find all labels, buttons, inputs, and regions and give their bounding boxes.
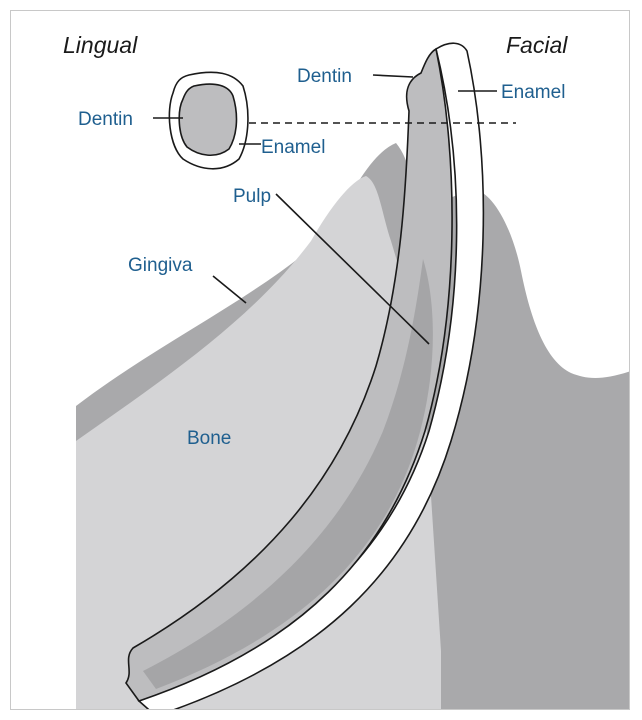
enamel-cross-section-label: Enamel bbox=[261, 137, 325, 158]
tooth-anatomy-diagram: Lingual Facial Dentin Enamel Dentin Enam… bbox=[11, 11, 630, 710]
facial-label: Facial bbox=[506, 32, 568, 58]
bone-label: Bone bbox=[187, 428, 231, 449]
gingiva-label: Gingiva bbox=[128, 255, 193, 276]
lingual-label: Lingual bbox=[63, 32, 138, 58]
diagram-frame: Lingual Facial Dentin Enamel Dentin Enam… bbox=[10, 10, 630, 710]
leader-gingiva bbox=[213, 276, 246, 303]
leader-tooth-dentin bbox=[373, 75, 413, 77]
pulp-label: Pulp bbox=[233, 186, 271, 207]
cross-section-dentin bbox=[179, 84, 236, 155]
dentin-tooth-label: Dentin bbox=[297, 66, 352, 87]
enamel-tooth-label: Enamel bbox=[501, 82, 565, 103]
dentin-cross-section-label: Dentin bbox=[78, 109, 133, 130]
